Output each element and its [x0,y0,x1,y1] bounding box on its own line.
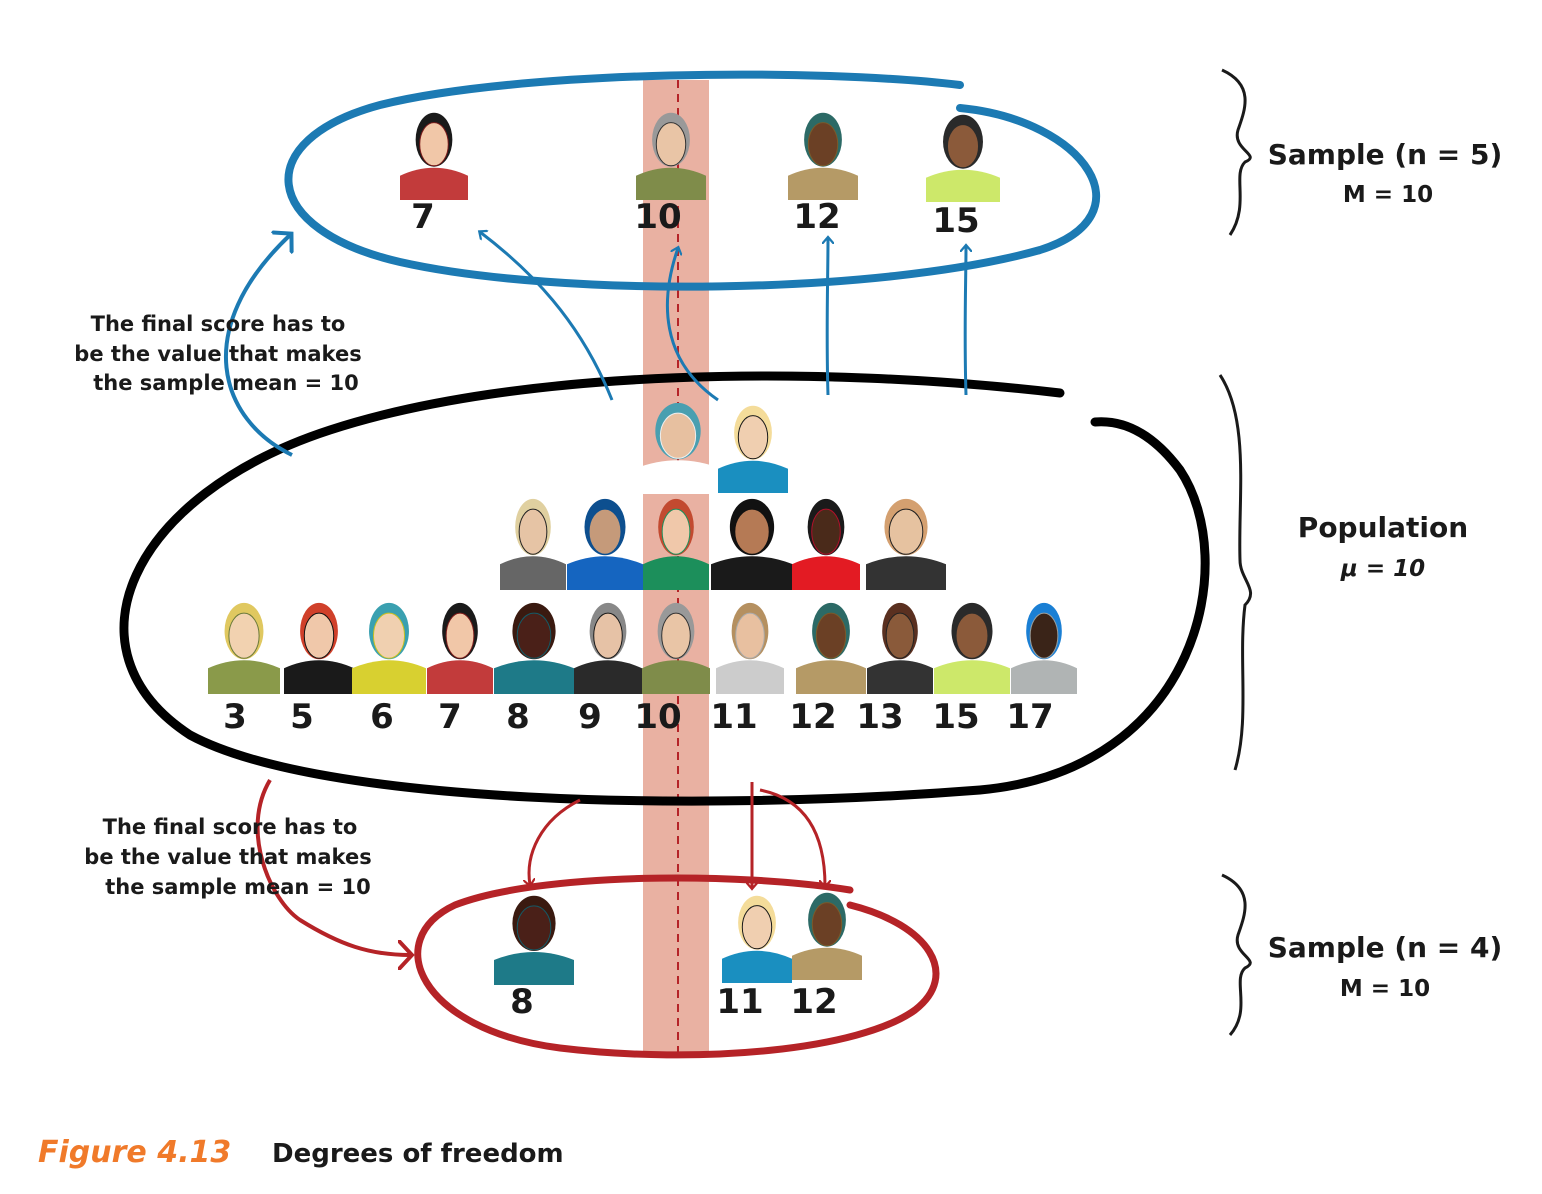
sample-4-ellipse [414,874,940,1059]
sample-5-brace [1221,68,1252,236]
sample-5-ellipse [284,70,1101,291]
avatar [636,402,720,494]
population-score: 5 [290,697,314,737]
avatar [867,602,933,694]
population-score: 13 [856,697,903,737]
avatar [494,602,574,694]
avatar [866,498,946,590]
sample-4-score: 12 [790,982,837,1022]
sample-5-score: 7 [411,197,435,237]
population-score: 9 [578,697,602,737]
sample-4-score: 11 [716,982,763,1022]
avatar [716,602,784,694]
avatar [792,498,860,590]
population-score: 10 [634,697,681,737]
avatar [400,112,468,200]
avatar [636,112,706,200]
sample-4-score: 8 [510,982,534,1022]
avatar [722,895,792,983]
arrow-to-10 [665,248,719,402]
sample-4-brace [1221,873,1252,1036]
population-score: 17 [1006,697,1053,737]
population-score: 11 [710,697,757,737]
avatar [567,498,643,590]
avatar [926,114,1000,202]
sample-4-mean: M = 10 [1340,976,1430,1002]
population-score: 6 [370,697,394,737]
note-top-line: the sample mean = 10 [93,371,359,395]
avatar [352,602,426,694]
sample-5-score: 15 [932,201,979,241]
sample-5-score: 10 [634,197,681,237]
avatar [1011,602,1077,694]
note-bottom-line: be the value that makes [84,845,371,869]
arrow-to-8 [529,798,581,885]
avatar [574,602,642,694]
arrow-to-15 [965,246,966,396]
population-score: 12 [789,697,836,737]
sample-5-score: 12 [793,197,840,237]
avatar [284,602,354,694]
note-bottom-line: The final score has to [103,815,358,839]
arrow-to-7 [480,232,614,401]
avatar [643,498,709,590]
avatar [792,892,862,980]
avatar [642,602,710,694]
avatar [208,602,280,694]
avatar [718,405,788,493]
avatar [427,602,493,694]
population-score: 8 [506,697,530,737]
population-title: Population [1298,511,1468,544]
avatar [934,602,1010,694]
population-score: 3 [223,697,247,737]
note-bottom-line: the sample mean = 10 [105,875,371,899]
population-mean: μ = 10 [1340,556,1425,582]
arrow-to-12 [827,238,828,396]
arrow-to-12b [759,788,825,886]
note-top-line: be the value that makes [74,342,361,366]
arrow-bottom-note [255,778,410,955]
avatar-group [208,112,1077,985]
sample-5-title: Sample (n = 5) [1268,138,1503,171]
population-ellipse [119,371,1210,806]
population-brace [1218,374,1253,771]
avatar [494,895,574,985]
avatar [788,112,858,200]
sample-5-mean: M = 10 [1343,182,1433,208]
sample-4-title: Sample (n = 4) [1268,931,1503,964]
avatar [796,602,866,694]
figure-number: Figure 4.13 [38,1135,231,1170]
population-score: 7 [438,697,462,737]
note-top-line: The final score has to [91,312,346,336]
avatar [500,498,566,590]
arrow-top-note [223,235,292,457]
figure-caption: Degrees of freedom [272,1139,564,1169]
population-score: 15 [932,697,979,737]
avatar [711,498,793,590]
